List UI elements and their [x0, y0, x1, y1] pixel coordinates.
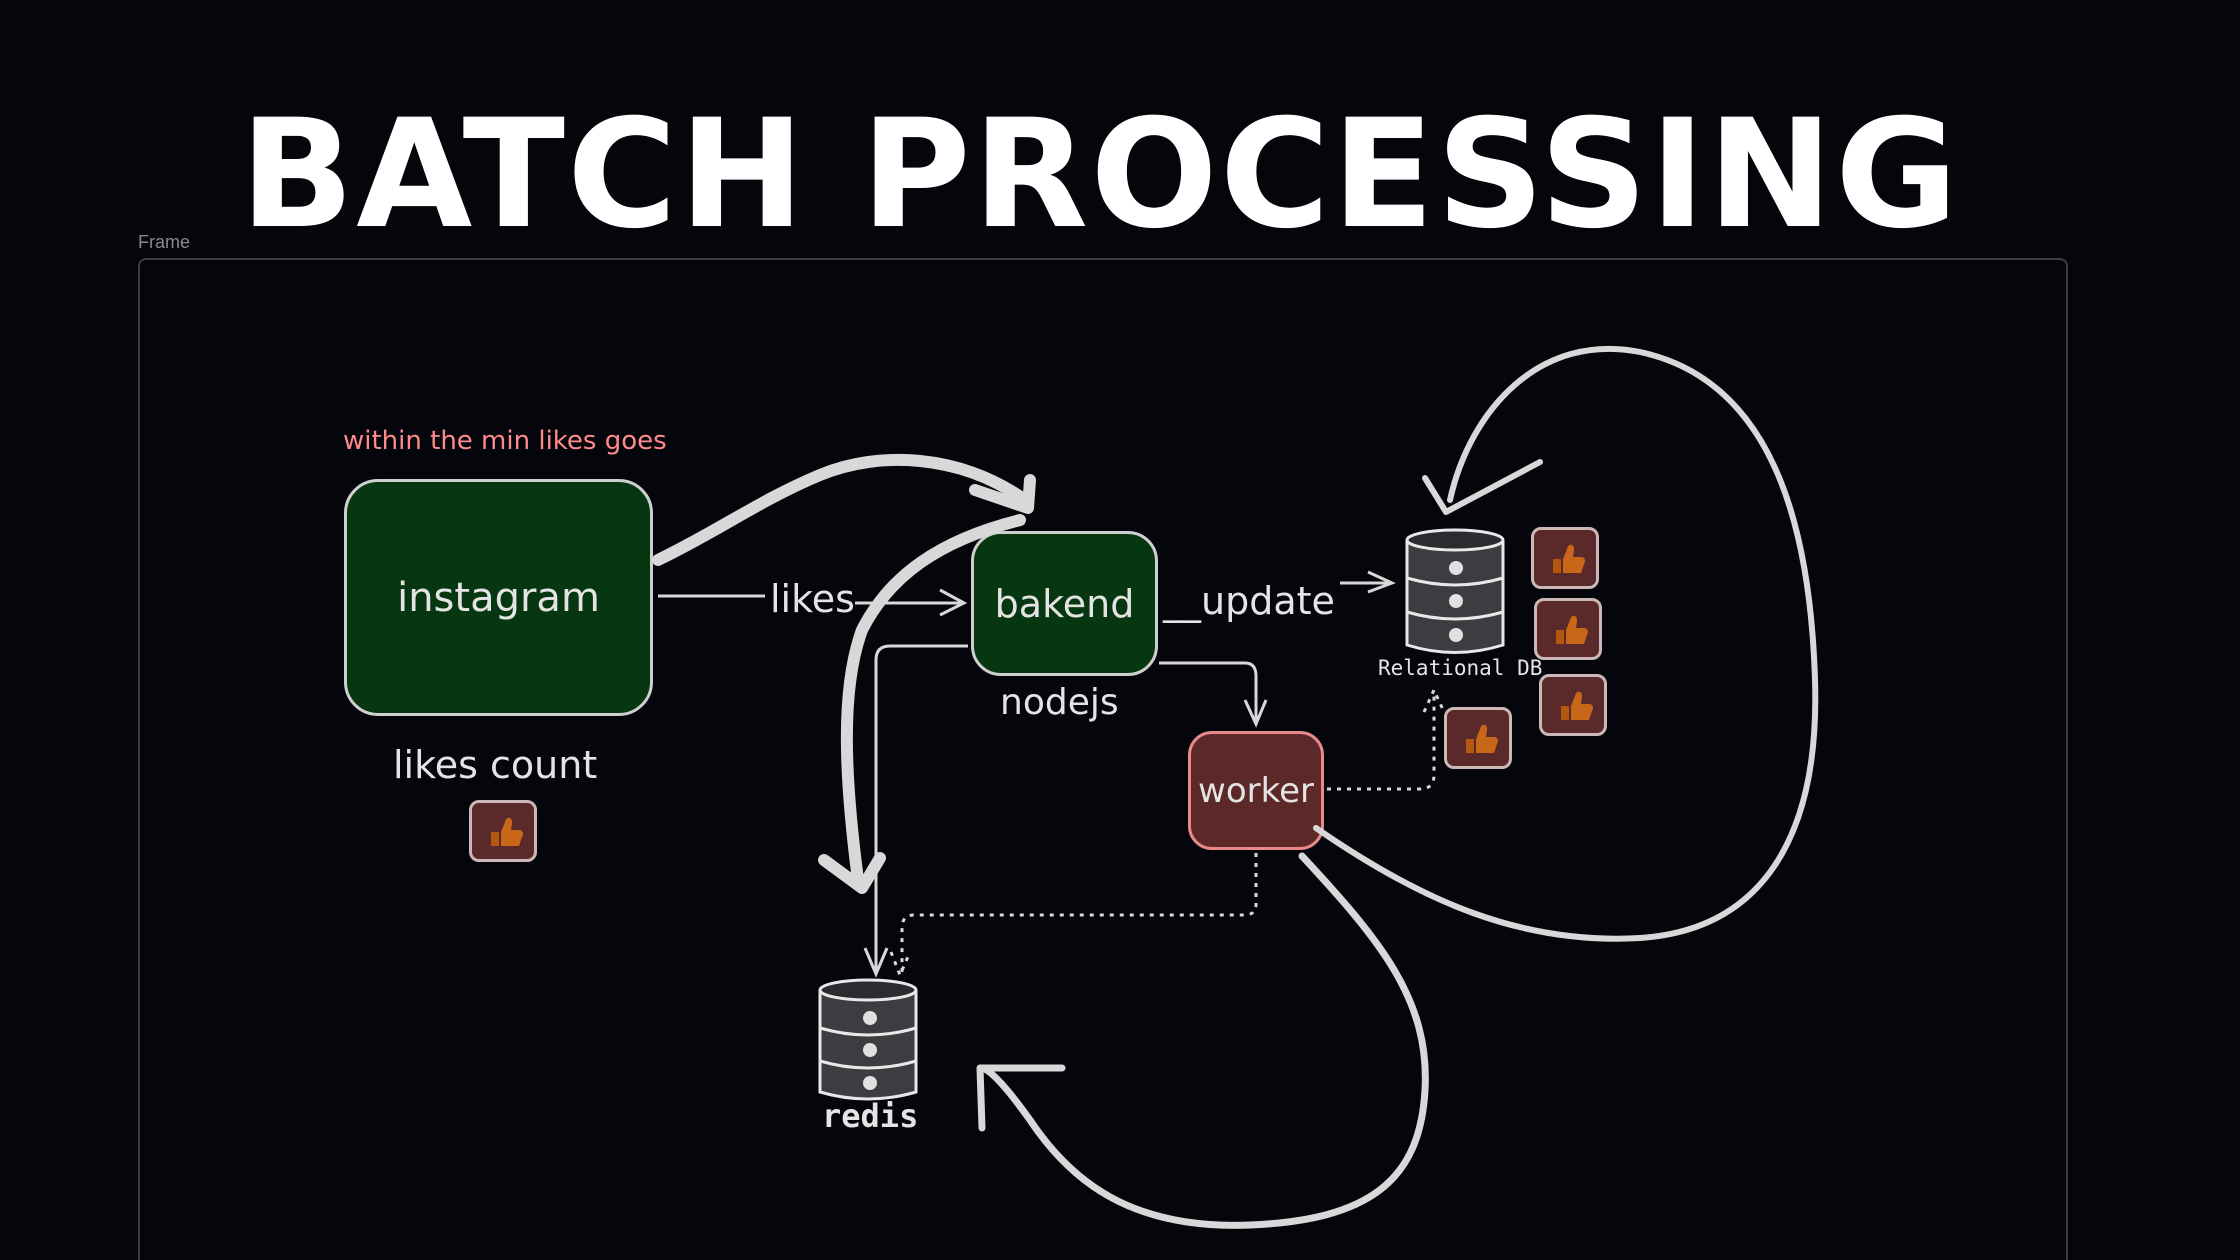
backend-subtitle[interactable]: nodejs — [1000, 682, 1119, 723]
update-arrow-label[interactable]: __update — [1163, 579, 1335, 623]
thumbs-up-icon[interactable] — [469, 800, 537, 862]
worker-label: worker — [1198, 770, 1314, 811]
thumbs-up-icon[interactable] — [1539, 674, 1607, 736]
frame-label[interactable]: Frame — [138, 232, 191, 252]
likes-arrow-label[interactable]: likes — [770, 577, 855, 621]
worker-node[interactable]: worker — [1188, 731, 1324, 850]
thumbs-up-icon[interactable] — [1534, 598, 1602, 660]
redis-label[interactable]: redis — [822, 1097, 919, 1135]
backend-node[interactable]: bakend — [971, 531, 1158, 676]
thumbs-up-icon[interactable] — [1531, 527, 1599, 589]
frame[interactable] — [138, 258, 2068, 1260]
backend-label: bakend — [994, 581, 1135, 626]
thumbs-up-icon[interactable] — [1444, 707, 1512, 769]
relational-db-label[interactable]: Relational DB — [1378, 656, 1543, 680]
instagram-label: instagram — [397, 574, 600, 621]
annotation-text[interactable]: within the min likes goes — [343, 426, 667, 456]
page-title: BATCH PROCESSING — [239, 88, 1961, 262]
instagram-node[interactable]: instagram — [344, 479, 653, 716]
likes-count-label[interactable]: likes count — [393, 743, 598, 787]
